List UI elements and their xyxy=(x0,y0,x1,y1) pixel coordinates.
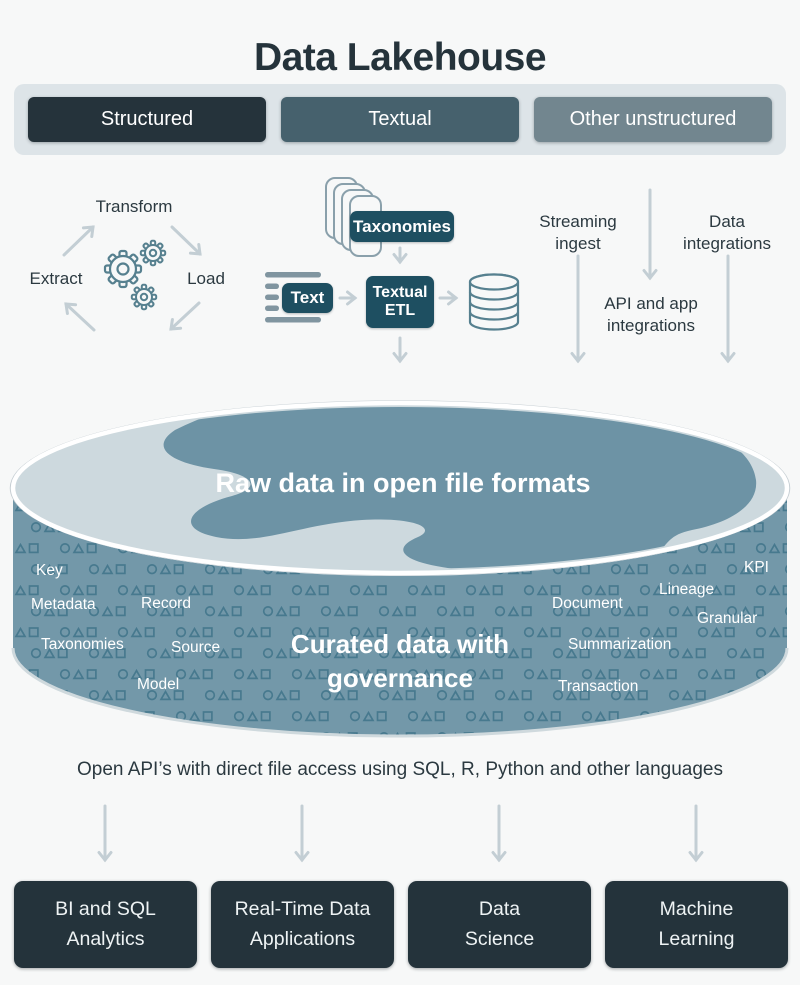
etl-transform-label: Transform xyxy=(95,197,173,216)
lake-tag-document: Document xyxy=(552,595,623,612)
cylinder-body xyxy=(13,490,787,736)
textual-etl-line2: ETL xyxy=(384,302,416,319)
textual-etl-box: Textual ETL xyxy=(366,276,434,328)
tab-label: Structured xyxy=(100,108,194,130)
etl-cycle-arrow-down-right xyxy=(170,225,202,256)
lake-tag-transaction: Transaction xyxy=(558,678,639,695)
lake-tag-kpi: KPI xyxy=(744,559,769,576)
api-integrations-label: API and app integrations xyxy=(604,294,698,336)
lake-tag-model: Model xyxy=(137,676,180,693)
taxonomies-badge-label: Taxonomies xyxy=(353,216,451,236)
lake-tag-taxonomies: Taxonomies xyxy=(41,636,124,653)
source-type-tray: Structured Textual Other unstructured xyxy=(14,84,786,155)
curated-data-title: Curated data with governance xyxy=(290,629,510,694)
gears-icon xyxy=(103,239,167,311)
streaming-ingest-label: Streaming ingest xyxy=(539,212,617,254)
tab-structured[interactable]: Structured xyxy=(28,97,266,142)
tab-label: Textual xyxy=(368,108,432,130)
etl-extract-label: Extract xyxy=(29,269,83,288)
tab-textual[interactable]: Textual xyxy=(281,97,519,142)
text-badge-label: Text xyxy=(290,288,325,308)
tab-label: Other unstructured xyxy=(569,108,737,130)
etl-cycle-arrow-down-left xyxy=(169,301,201,331)
lake-tag-metadata: Metadata xyxy=(31,596,96,613)
page-title: Data Lakehouse xyxy=(253,36,547,80)
consumer-realtime-apps[interactable]: Real-Time Data Applications xyxy=(211,881,394,968)
etl-cycle-arrow-up-right xyxy=(62,225,95,257)
etl-load-label: Load xyxy=(187,269,225,288)
lake-tag-record: Record xyxy=(141,595,191,612)
lake-tag-granular: Granular xyxy=(697,610,758,627)
lake-tag-source: Source xyxy=(171,639,221,656)
taxonomies-badge: Taxonomies xyxy=(350,211,454,242)
consumer-bi-sql-analytics[interactable]: BI and SQL Analytics xyxy=(14,881,197,968)
data-integrations-label: Data integrations xyxy=(683,212,771,254)
open-api-caption: Open API’s with direct file access using… xyxy=(76,759,724,780)
lake-tag-summarization: Summarization xyxy=(568,636,672,653)
lake-tag-lineage: Lineage xyxy=(659,581,715,598)
consumer-machine-learning[interactable]: Machine Learning xyxy=(605,881,788,968)
consumer-data-science[interactable]: Data Science xyxy=(408,881,591,968)
database-icon xyxy=(468,273,520,331)
tab-other-unstructured[interactable]: Other unstructured xyxy=(534,97,772,142)
etl-cycle-arrow-up-left xyxy=(64,302,96,332)
lake-tag-key: Key xyxy=(36,562,63,579)
text-badge: Text xyxy=(282,283,333,313)
textual-etl-line1: Textual xyxy=(372,283,428,301)
raw-data-title: Raw data in open file formats xyxy=(215,468,591,498)
